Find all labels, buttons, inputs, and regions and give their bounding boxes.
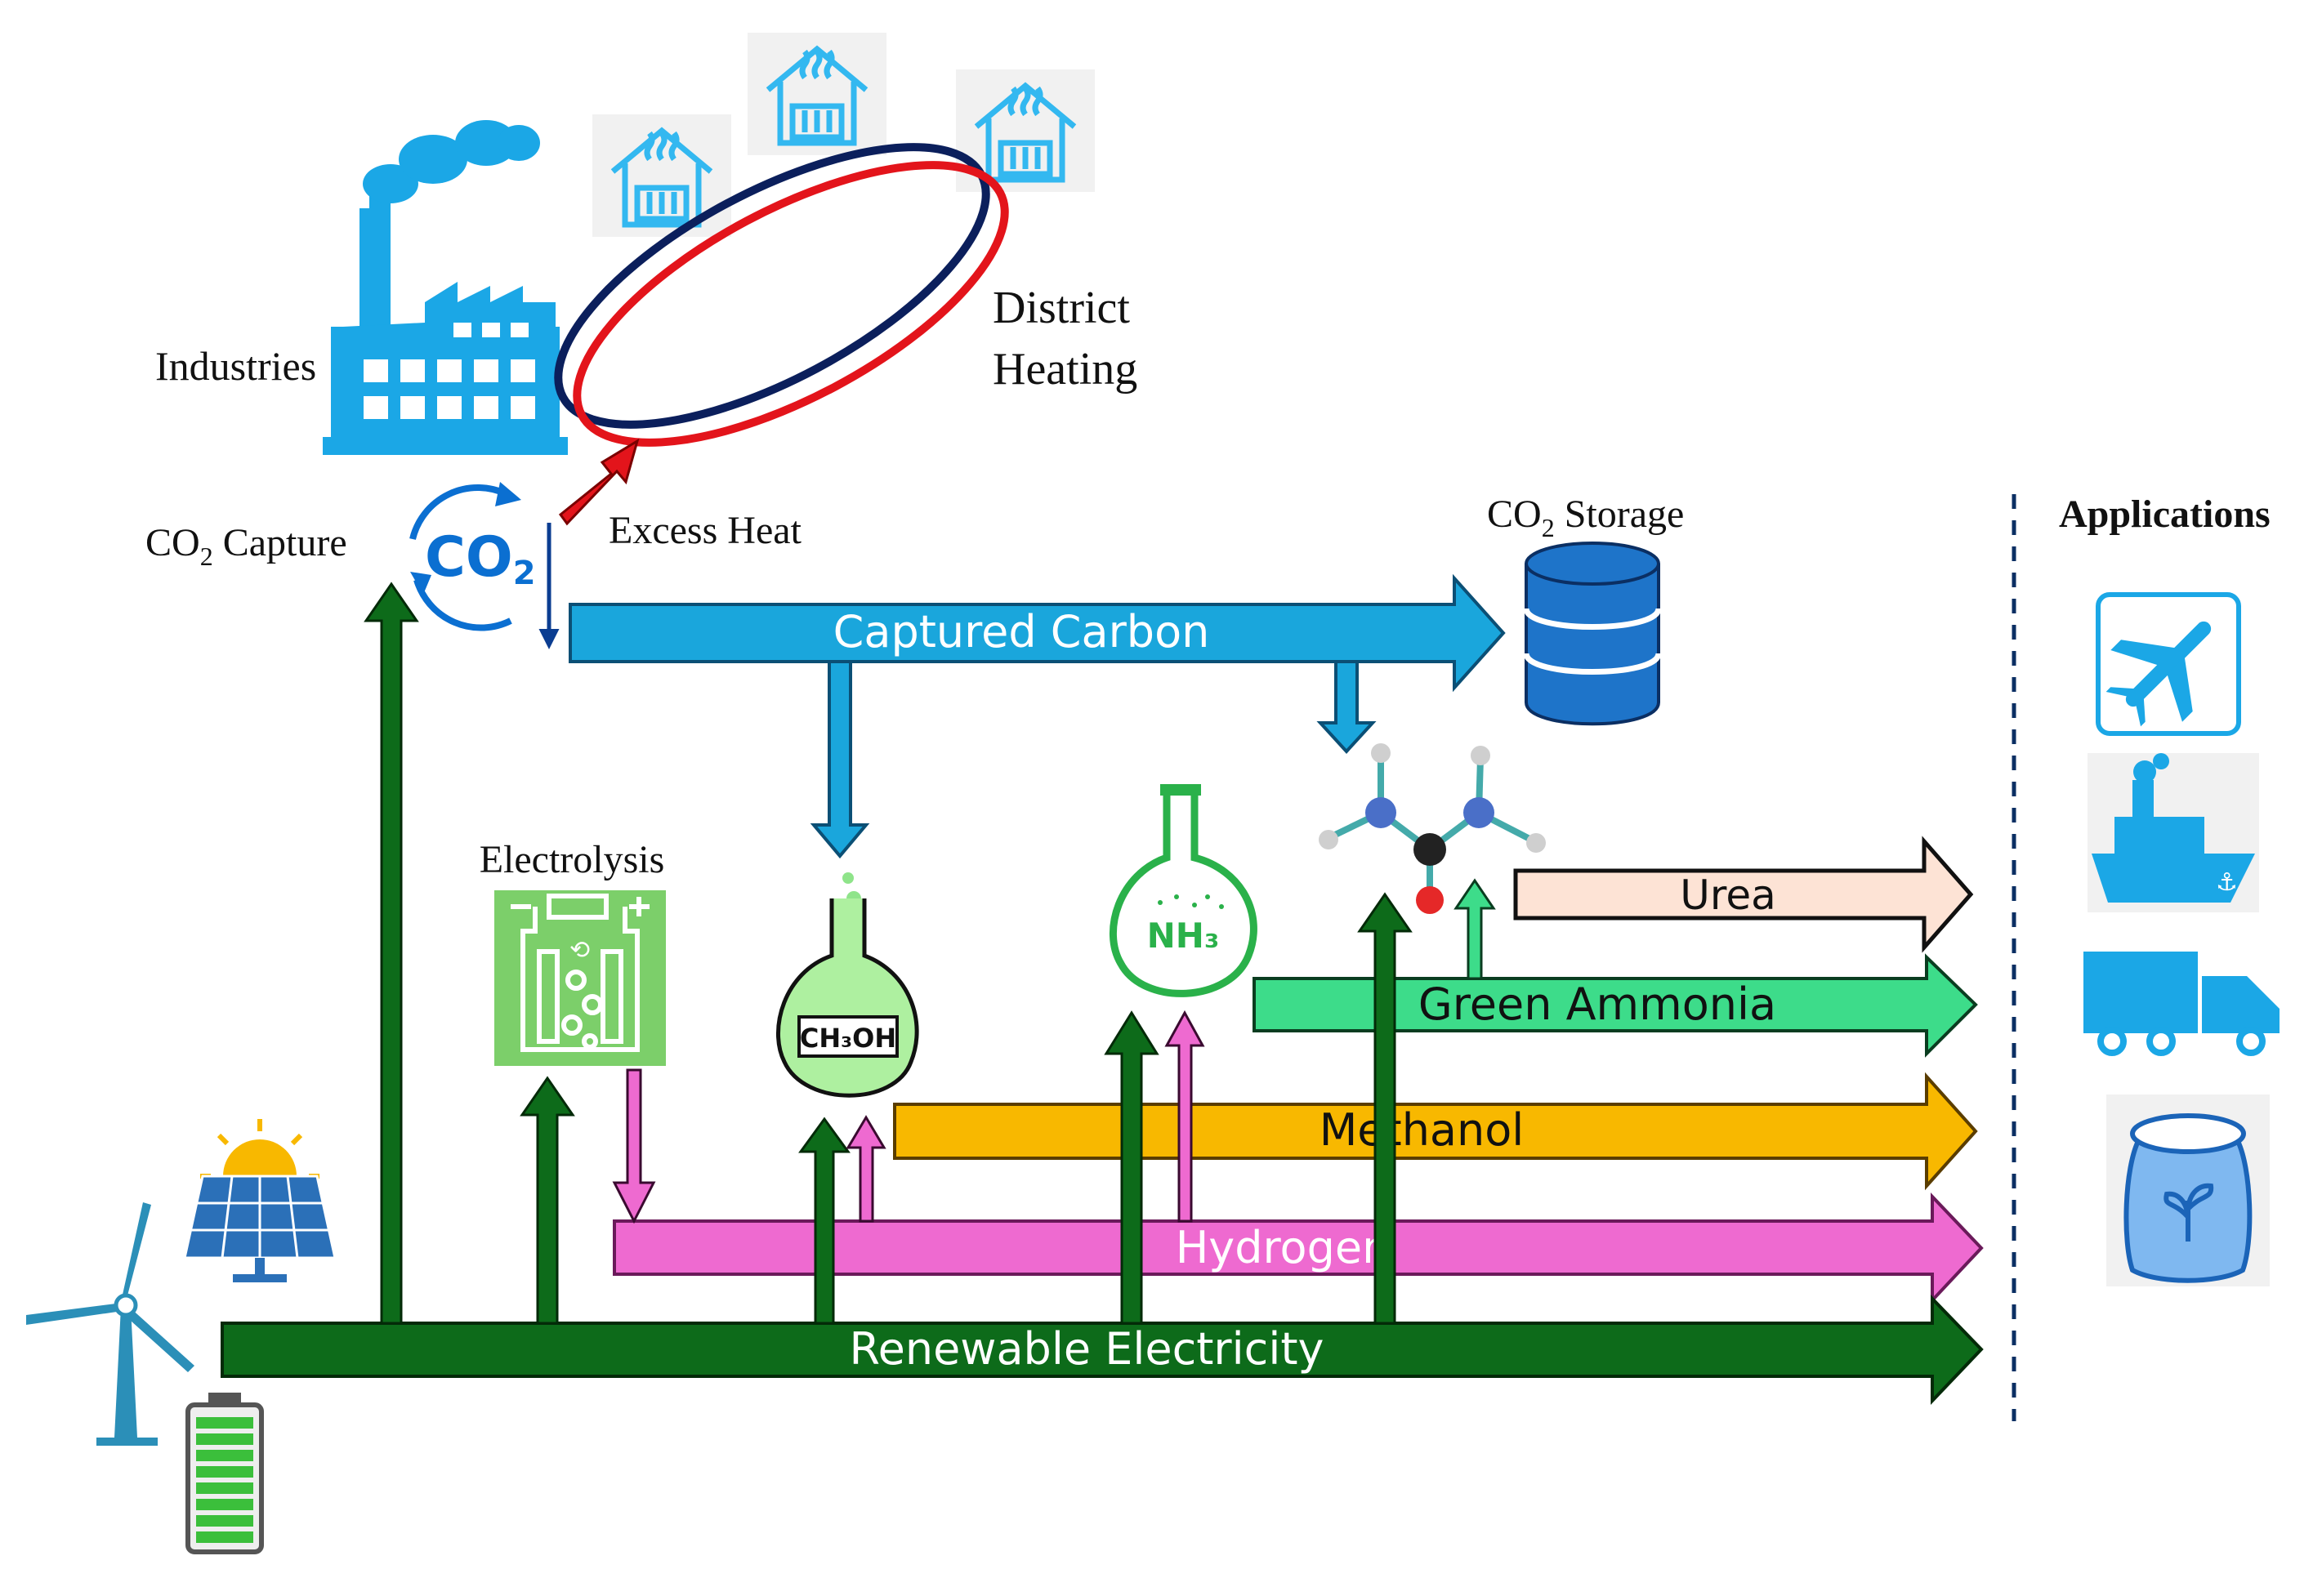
wind-turbine-icon [26, 1202, 194, 1446]
applications-heading: Applications [2059, 493, 2271, 536]
excess-heat-label: Excess Heat [609, 509, 802, 552]
database-storage-icon [1523, 542, 1662, 726]
captured-carbon-arrow: Captured Carbon [569, 573, 1506, 693]
electrolysis-to-hydrogen-arrow [612, 1068, 656, 1224]
captured-carbon-to-methanol-arrow [810, 660, 870, 859]
urea-molecule-icon [1319, 743, 1546, 914]
methanol-arrow: Methanol [893, 1072, 1978, 1191]
renewable-electricity-label: Renewable Electricity [850, 1323, 1324, 1375]
ammonia-flask-icon: NH₃ [1109, 784, 1257, 997]
truck-icon [2083, 952, 2280, 1056]
industries-label: Industries [155, 343, 316, 389]
fertilizer-bag-icon [2106, 1094, 2270, 1286]
house-heating-icon [592, 33, 1095, 237]
green-ammonia-arrow: Green Ammonia [1253, 953, 1978, 1058]
district-heating-label-line2: Heating [993, 344, 1137, 395]
solar-panel-icon [183, 1119, 337, 1282]
captured-carbon-to-urea-arrow [1316, 660, 1377, 754]
co2-capture-icon: CO2 [409, 482, 536, 631]
excess-heat-arrow [558, 438, 640, 526]
svg-text:⚓: ⚓ [2216, 868, 2238, 897]
airplane-icon [2096, 592, 2241, 736]
captured-carbon-label: Captured Carbon [833, 606, 1210, 658]
battery-icon [185, 1393, 264, 1554]
ammonia-flask-text: NH₃ [1147, 916, 1220, 956]
methanol-flask-text: CH₃OH [800, 1023, 896, 1054]
hydrogen-up-arrows [846, 1010, 1205, 1223]
ship-icon: ⚓ [2088, 753, 2259, 912]
co2-badge-text: CO2 [425, 525, 536, 592]
electrolysis-icon: ⟲ [494, 890, 666, 1066]
green-ammonia-label: Green Ammonia [1418, 979, 1776, 1030]
methanol-flask-icon: CH₃OH [776, 872, 919, 1098]
renewable-electricity-arrow: Renewable Electricity [221, 1295, 1984, 1405]
urea-arrow: Urea [1513, 836, 1974, 953]
district-heating-label-line1: District [993, 283, 1130, 333]
co2-capture-label: CO2 Capture [145, 521, 347, 571]
hydrogen-label: Hydrogen [1176, 1222, 1391, 1273]
ammonia-to-urea-arrow [1453, 878, 1496, 980]
electricity-up-arrows [364, 582, 1413, 1325]
electrolysis-label: Electrolysis [480, 838, 665, 881]
methanol-label: Methanol [1320, 1104, 1525, 1156]
district-heating-loop [554, 143, 1009, 447]
co2-storage-label: CO2 Storage [1487, 493, 1684, 542]
svg-text:⟲: ⟲ [569, 936, 590, 965]
factory-icon [323, 120, 568, 455]
urea-label: Urea [1680, 872, 1775, 919]
